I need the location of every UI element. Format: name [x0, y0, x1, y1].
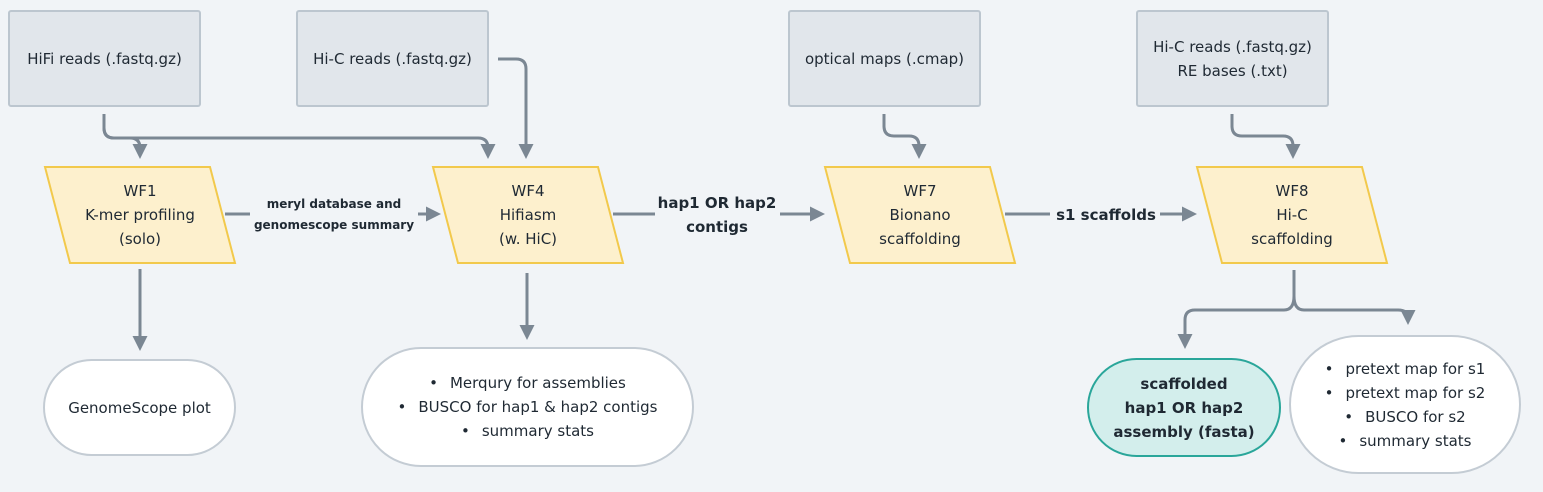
edge-wf1-wf4-line1: meryl database and [266, 197, 402, 211]
input-hic2-line1: Hi-C reads (.fastq.gz) [1153, 37, 1312, 56]
list-item: BUSCO for s2 [1325, 405, 1486, 429]
arrow-hic-wf4 [498, 57, 534, 159]
wf8-id: WF8 [1275, 182, 1309, 200]
wf4-id: WF4 [511, 182, 545, 200]
final-line3: assembly (fasta) [1113, 422, 1255, 441]
arrow-hifi-wf1 [102, 114, 148, 159]
edge-label-wf7-wf8: s1 scaffolds [1050, 203, 1162, 227]
input-hic-re-bases[interactable]: Hi-C reads (.fastq.gz) RE bases (.txt) [1136, 10, 1329, 107]
wf1-name: K-mer profiling [85, 206, 195, 224]
arrow-hifi-wf4 [102, 127, 496, 159]
final-line2: hap1 OR hap2 [1124, 398, 1244, 417]
wf8-report-list: pretext map for s1 pretext map for s2 BU… [1325, 357, 1486, 453]
wf7-variant: scaffolding [879, 230, 961, 248]
genomescope-label: GenomeScope plot [68, 398, 211, 417]
input-optical-label: optical maps (.cmap) [804, 49, 965, 68]
wf7-name: Bionano [889, 206, 951, 224]
output-genomescope-plot[interactable]: GenomeScope plot [43, 359, 236, 456]
wf7-id: WF7 [903, 182, 937, 200]
wf1-id: WF1 [123, 182, 157, 200]
wf4-name: Hifiasm [499, 206, 557, 224]
input-hic2-line2: RE bases (.txt) [1177, 61, 1288, 80]
wf4-shape[interactable] [431, 166, 625, 264]
arrow-hic2-wf8 [1230, 114, 1301, 159]
edge-label-wf4-wf7: hap1 OR hap2 contigs [652, 191, 782, 239]
output-wf8-reports[interactable]: pretext map for s1 pretext map for s2 BU… [1289, 335, 1521, 474]
input-hic-label: Hi-C reads (.fastq.gz) [313, 49, 472, 68]
wf8-shape[interactable] [1195, 166, 1389, 264]
arrow-wf8-reports [1292, 295, 1416, 325]
input-optical-maps[interactable]: optical maps (.cmap) [788, 10, 981, 107]
input-hic-reads[interactable]: Hi-C reads (.fastq.gz) [296, 10, 489, 107]
list-item: BUSCO for hap1 & hap2 contigs [398, 395, 657, 419]
wf7-shape[interactable] [823, 166, 1017, 264]
list-item: Merqury for assemblies [398, 371, 658, 395]
output-wf4-reports[interactable]: Merqury for assemblies BUSCO for hap1 & … [361, 347, 694, 467]
input-hifi-label: HiFi reads (.fastq.gz) [27, 49, 182, 68]
wf1-label: WF1 K-mer profiling (solo) [57, 167, 223, 263]
list-item: pretext map for s1 [1325, 357, 1486, 381]
wf8-name: Hi-C [1276, 206, 1308, 224]
wf4-variant: (w. HiC) [498, 230, 558, 248]
final-line1: scaffolded [1140, 374, 1228, 393]
list-item: summary stats [1325, 429, 1486, 453]
arrow-wf8-split [1177, 270, 1296, 349]
edge-label-wf1-wf4: meryl database and genomescope summary [248, 194, 420, 236]
list-item: pretext map for s2 [1325, 381, 1486, 405]
wf4-label: WF4 Hifiasm (w. HiC) [445, 167, 611, 263]
wf1-shape[interactable] [43, 166, 237, 264]
wf8-variant: scaffolding [1251, 230, 1333, 248]
list-item: summary stats [398, 419, 658, 443]
wf8-label: WF8 Hi-C scaffolding [1209, 167, 1375, 263]
edge-wf1-wf4-line2: genomescope summary [253, 218, 415, 232]
wf7-label: WF7 Bionano scaffolding [837, 167, 1003, 263]
edge-wf4-wf7-line1: hap1 OR hap2 [657, 194, 777, 212]
output-scaffolded-assembly[interactable]: scaffolded hap1 OR hap2 assembly (fasta) [1087, 358, 1281, 457]
arrow-optical-wf7 [882, 114, 927, 159]
input-hifi-reads[interactable]: HiFi reads (.fastq.gz) [8, 10, 201, 107]
wf4-report-list: Merqury for assemblies BUSCO for hap1 & … [398, 371, 658, 443]
edge-wf7-wf8-text: s1 scaffolds [1056, 206, 1156, 224]
edge-wf4-wf7-line2: contigs [686, 218, 748, 236]
wf1-variant: (solo) [118, 230, 162, 248]
